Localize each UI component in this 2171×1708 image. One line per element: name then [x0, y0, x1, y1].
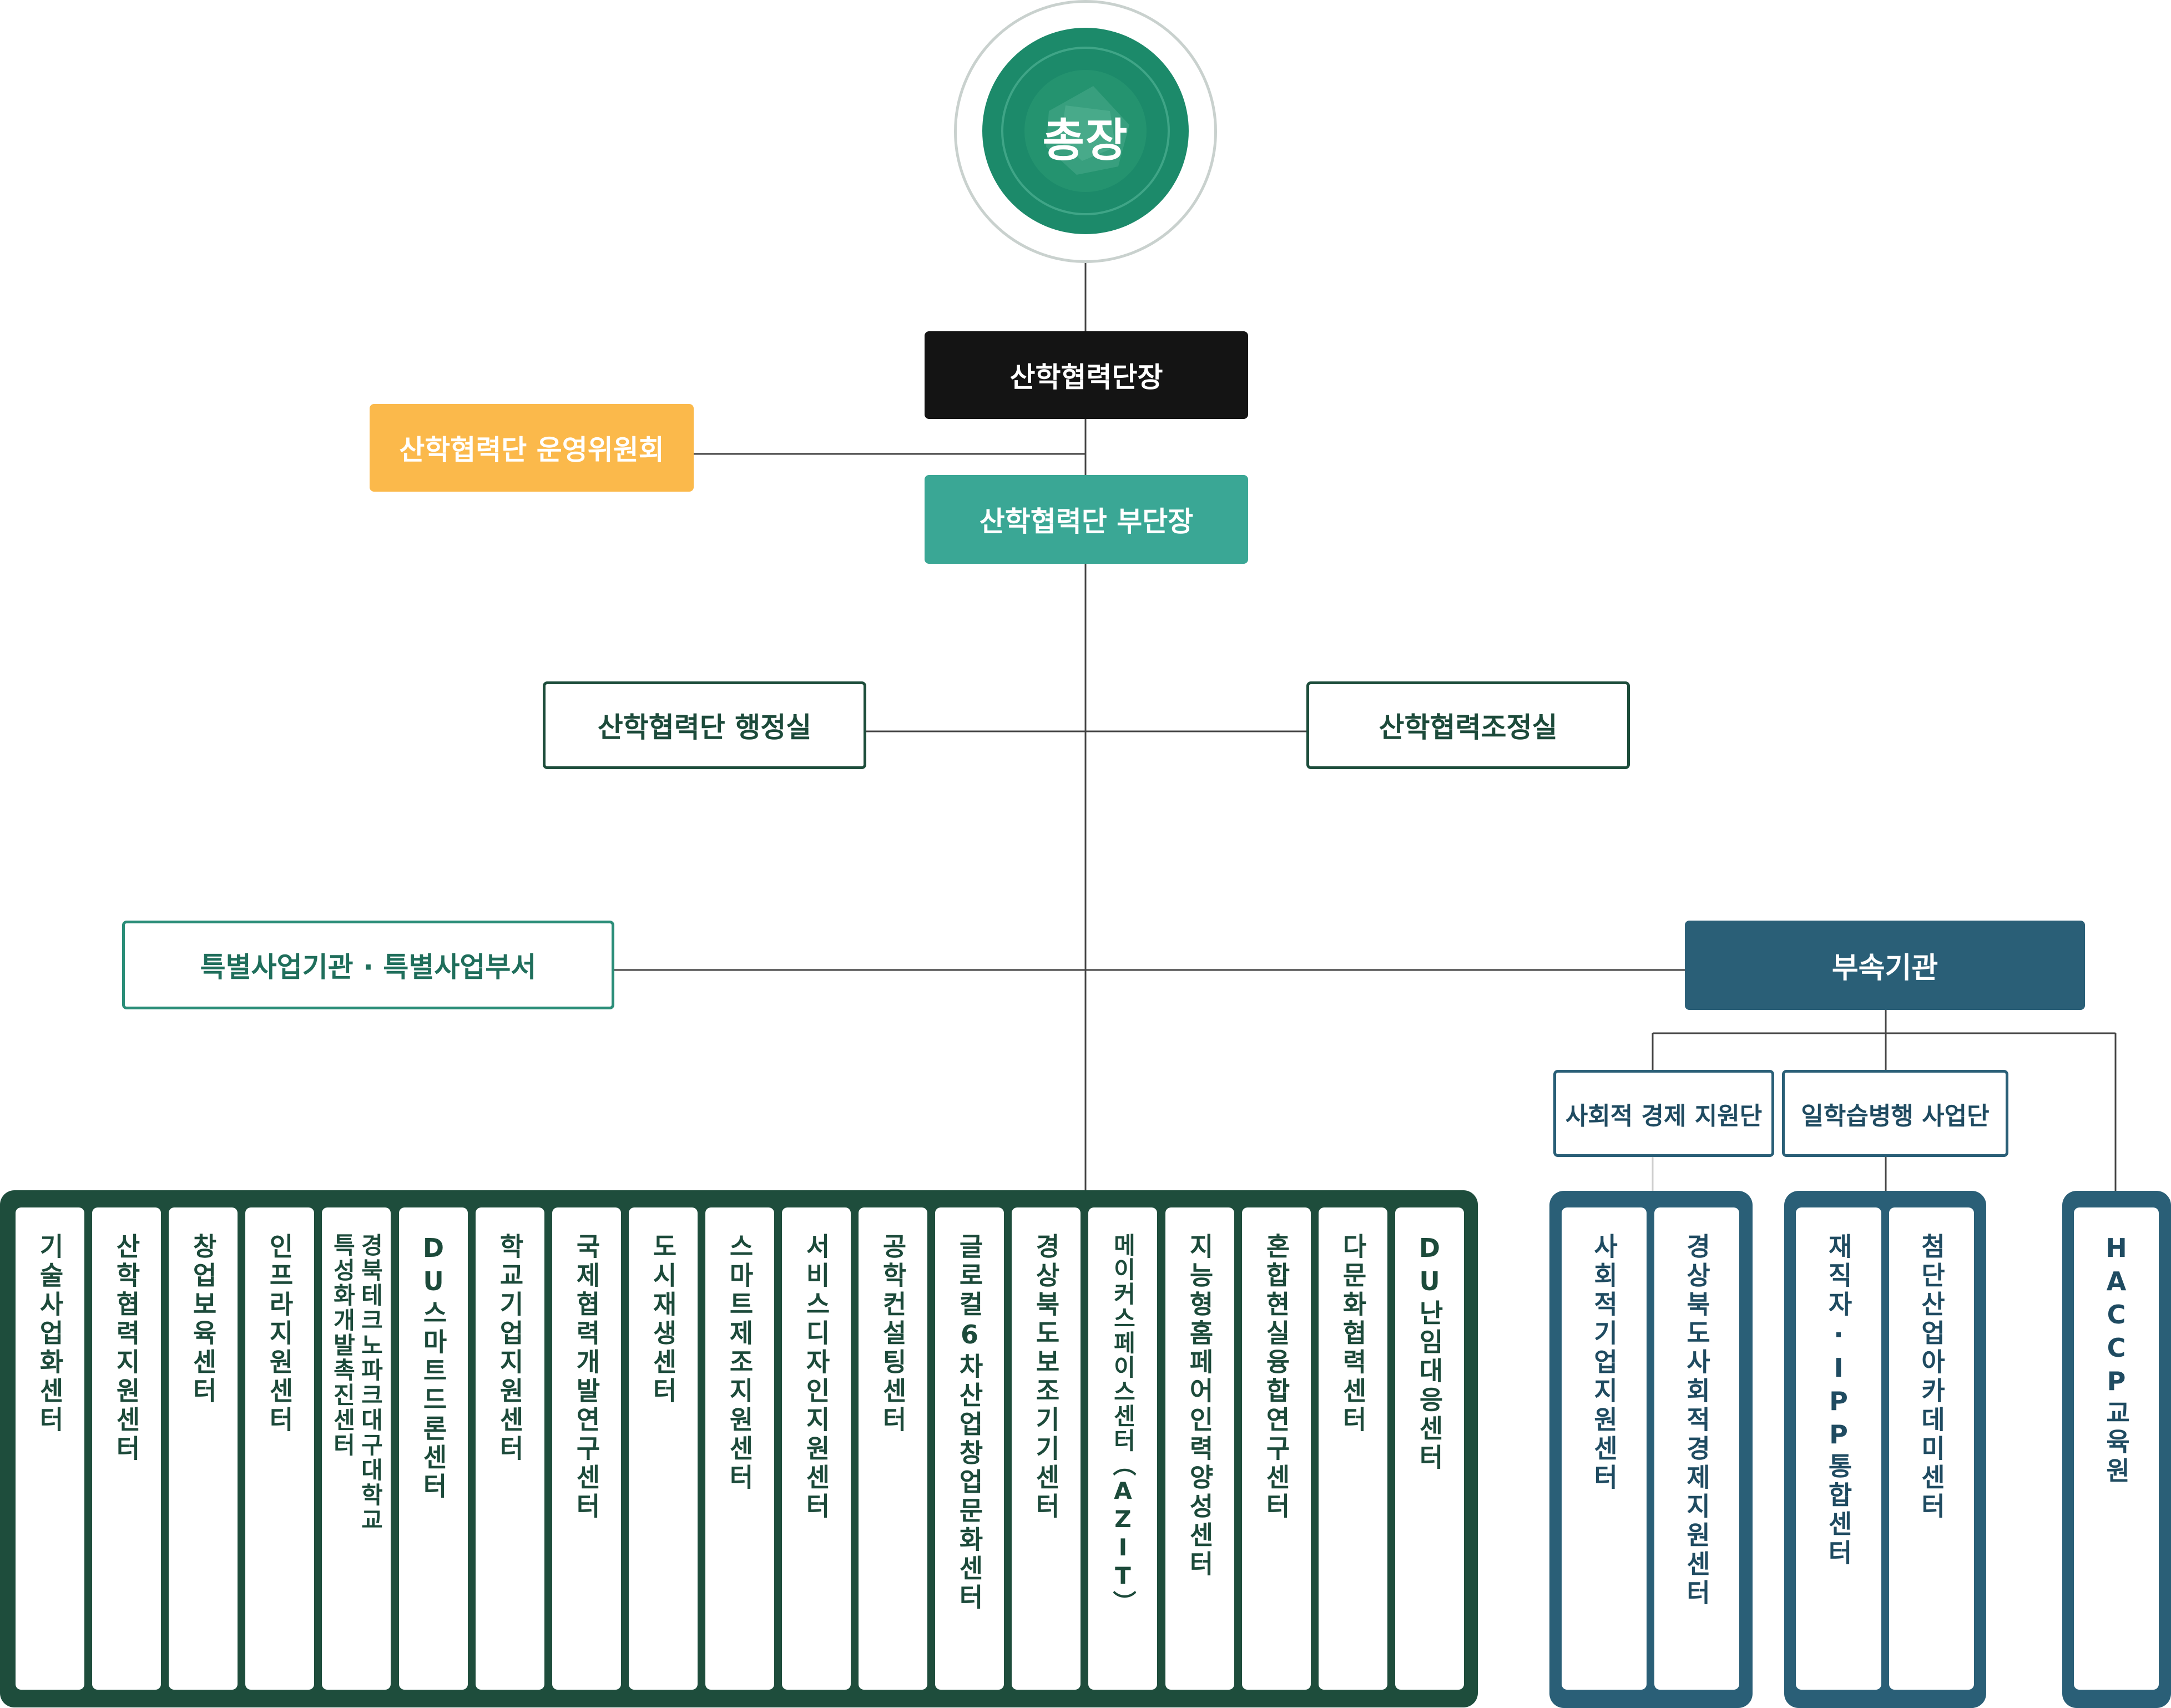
unit-label: 재직자·IPP통합센터 [1824, 1233, 1854, 1568]
unit-column[interactable]: HACCP교육원 [2074, 1207, 2159, 1690]
unit-label: 경상북도사회적경제지원센터 [1682, 1233, 1712, 1608]
unit-column[interactable]: 첨단산업아카데미센터 [1889, 1207, 1974, 1690]
unit-column[interactable]: 학교기업지원센터 [476, 1207, 544, 1690]
unit-label: 글로컬6차산업창업문화센터 [955, 1233, 984, 1613]
special-units-header[interactable]: 특별사업기관 · 특별사업부서 [122, 921, 614, 1009]
president-label: 총장 [1042, 114, 1129, 167]
unit-label: 도시재생센터 [648, 1233, 678, 1406]
unit-label: 지능형홈페어인력양성센터 [1185, 1233, 1215, 1579]
unit-label: DU난임대응센터 [1415, 1233, 1445, 1473]
unit-label: 스마트제조지원센터 [725, 1233, 755, 1493]
unit-label: 메이커스페이스센터（AZIT） [1109, 1233, 1137, 1615]
unit-column[interactable]: 지능형홈페어인력양성센터 [1165, 1207, 1234, 1690]
unit-label: 다문화협력센터 [1338, 1233, 1368, 1435]
unit-label: 사회적기업지원센터 [1589, 1233, 1619, 1493]
coordination-office-box[interactable]: 산학협력조정실 [1306, 681, 1630, 769]
seal-emblem [1001, 47, 1170, 215]
unit-label: HACCP교육원 [2101, 1233, 2132, 1486]
unit-label: 국제협력개발연구센터 [572, 1233, 602, 1522]
unit-column[interactable]: 국제협력개발연구센터 [552, 1207, 621, 1690]
unit-column[interactable]: DU스마트드론센터 [399, 1207, 468, 1690]
unit-label: 창업보육센터 [188, 1233, 218, 1406]
unit-label: 혼합현실융합연구센터 [1261, 1233, 1291, 1522]
social-economy-group-box[interactable]: 사회적 경제 지원단 [1553, 1070, 1774, 1157]
admin-office-box[interactable]: 산학협력단 행정실 [543, 681, 866, 769]
unit-label: 산학협력지원센터 [112, 1233, 142, 1464]
unit-column[interactable]: 메이커스페이스센터（AZIT） [1088, 1207, 1157, 1690]
unit-label: 경북테크노파크대구대학교 [357, 1233, 384, 1533]
unit-column[interactable]: 스마트제조지원센터 [705, 1207, 774, 1690]
unit-label: 학교기업지원센터 [495, 1233, 525, 1464]
unit-label: 특성화개발촉진센터 [329, 1233, 356, 1458]
unit-label: 인프라지원센터 [265, 1233, 295, 1435]
unit-column[interactable]: 인프라지원센터 [245, 1207, 314, 1690]
unit-column[interactable]: 도시재생센터 [629, 1207, 698, 1690]
unit-column[interactable]: 사회적기업지원센터 [1562, 1207, 1647, 1690]
unit-column[interactable]: 다문화협력센터 [1319, 1207, 1387, 1690]
unit-column[interactable]: 산학협력지원센터 [92, 1207, 161, 1690]
unit-column[interactable]: 글로컬6차산업창업문화센터 [935, 1207, 1004, 1690]
unit-column[interactable]: DU난임대응센터 [1395, 1207, 1464, 1690]
affiliated-institutions-header[interactable]: 부속기관 [1685, 921, 2085, 1010]
unit-label: 기술사업화센터 [35, 1233, 65, 1435]
unit-label: DU스마트드론센터 [418, 1233, 448, 1502]
unit-column[interactable]: 창업보육센터 [169, 1207, 238, 1690]
unit-label: 서비스디자인지원센터 [801, 1233, 831, 1522]
unit-column[interactable]: 경상북도사회적경제지원센터 [1654, 1207, 1739, 1690]
unit-column[interactable]: 서비스디자인지원센터 [782, 1207, 851, 1690]
work-learning-group-box[interactable]: 일학습병행 사업단 [1782, 1070, 2008, 1157]
unit-label: 공학컨설팅센터 [878, 1233, 908, 1435]
unit-column[interactable]: 경상북도보조기기센터 [1012, 1207, 1081, 1690]
unit-column[interactable]: 재직자·IPP통합센터 [1796, 1207, 1881, 1690]
head-of-cooperation-box[interactable]: 산학협력단장 [925, 331, 1248, 419]
operating-committee-box[interactable]: 산학협력단 운영위원회 [370, 404, 694, 492]
deputy-head-box[interactable]: 산학협력단 부단장 [925, 475, 1248, 564]
president-seal [982, 28, 1189, 234]
unit-column[interactable]: 공학컨설팅센터 [859, 1207, 927, 1690]
unit-label: 첨단산업아카데미센터 [1916, 1233, 1947, 1522]
unit-column[interactable]: 기술사업화센터 [16, 1207, 84, 1690]
unit-column[interactable]: 혼합현실융합연구센터 [1242, 1207, 1311, 1690]
unit-label: 경상북도보조기기센터 [1031, 1233, 1061, 1522]
